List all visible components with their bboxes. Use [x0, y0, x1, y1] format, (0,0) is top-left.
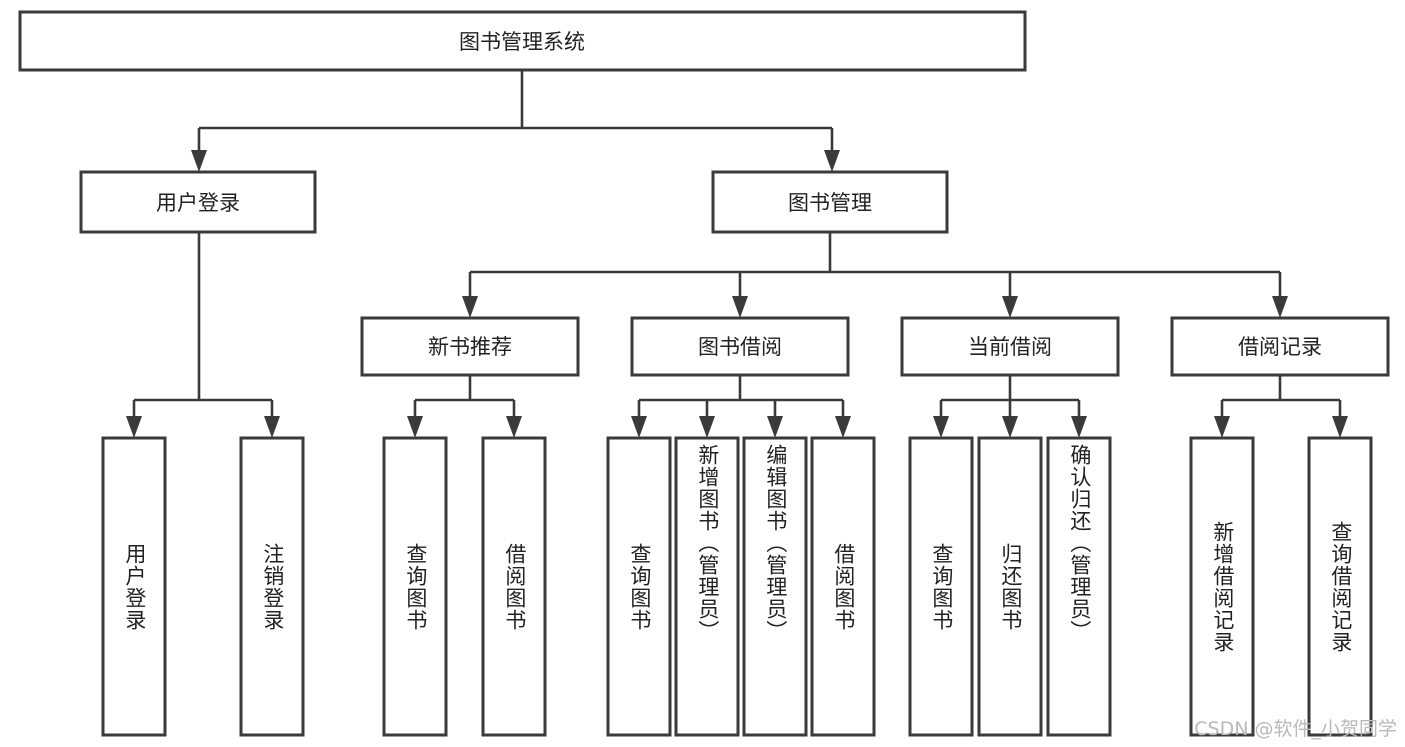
leaf-book-borrow-2[interactable]	[742, 436, 808, 737]
leaf-borrow-record-0[interactable]	[1189, 436, 1255, 737]
node-book-borrow[interactable]	[630, 316, 850, 377]
leaf-current-borrow-2[interactable]	[1046, 436, 1112, 737]
node-root[interactable]	[18, 10, 1027, 72]
connectors-userlogin-leaves	[126, 232, 280, 438]
leaf-borrow-record-1[interactable]	[1307, 436, 1373, 737]
node-book-management-label: 图书管理	[788, 191, 872, 215]
connectors-root-level2	[191, 70, 840, 172]
leaf-new-book-1[interactable]	[481, 436, 547, 737]
leaf-user-login-1[interactable]	[239, 436, 305, 737]
leaf-new-book-0[interactable]	[382, 436, 448, 737]
connectors-newbook-leaves	[407, 375, 522, 438]
node-current-borrow[interactable]	[900, 316, 1120, 377]
connectors-borrowrecord-leaves	[1214, 375, 1348, 438]
node-book-borrow-label: 图书借阅	[698, 335, 782, 359]
connectors-bookmgmt-level3	[462, 232, 1288, 318]
leaf-current-borrow-1[interactable]	[977, 436, 1043, 737]
leaf-book-borrow-1[interactable]	[674, 436, 740, 737]
leaf-book-borrow-0[interactable]	[606, 436, 672, 737]
node-book-management[interactable]	[711, 170, 949, 234]
leaf-book-borrow-3[interactable]	[810, 436, 876, 737]
watermark-text: CSDN @软件_小贺同学	[1194, 718, 1397, 740]
node-root-label: 图书管理系统	[459, 30, 585, 54]
leaf-user-login-0[interactable]	[101, 436, 167, 737]
leaf-current-borrow-0[interactable]	[908, 436, 974, 737]
node-new-book-recommend-label: 新书推荐	[428, 335, 512, 359]
connectors-bookborrow-leaves	[631, 375, 851, 438]
node-user-login-label: 用户登录	[156, 191, 240, 215]
node-new-book-recommend[interactable]	[360, 316, 580, 377]
node-current-borrow-label: 当前借阅	[968, 335, 1052, 359]
node-user-login[interactable]	[79, 170, 317, 234]
connectors-currentborrow-leaves	[933, 375, 1087, 438]
node-borrow-record-label: 借阅记录	[1238, 335, 1322, 359]
node-borrow-record[interactable]	[1170, 316, 1390, 377]
